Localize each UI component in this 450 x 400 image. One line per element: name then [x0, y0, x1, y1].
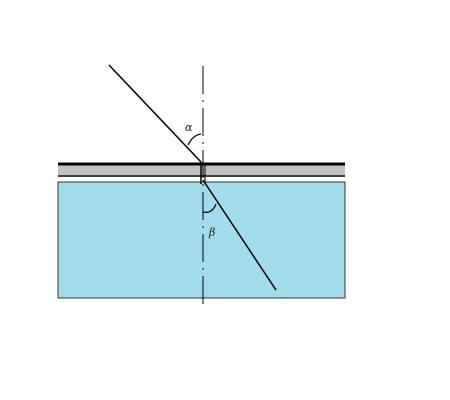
refracted-ray	[202, 179, 277, 291]
beta-arc	[202, 203, 217, 213]
alpha-label: α	[185, 121, 193, 134]
incident-ray	[108, 64, 202, 163]
alpha-arc	[187, 133, 202, 146]
beta-label: β	[208, 226, 215, 239]
liquid-block	[57, 181, 346, 299]
